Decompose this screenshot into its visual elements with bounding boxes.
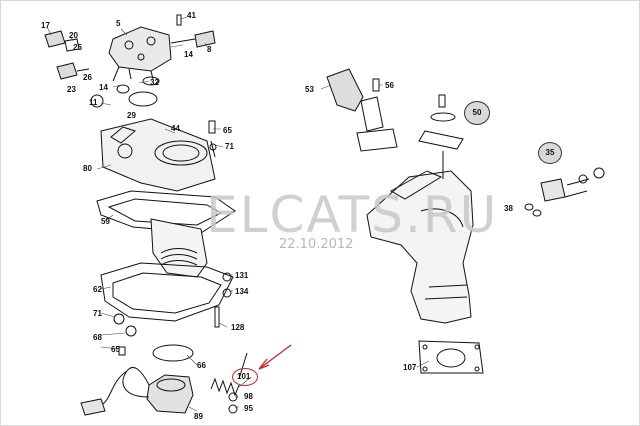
- label-part-66: 66: [197, 361, 206, 370]
- label-part-44: 44: [171, 124, 180, 133]
- watermark-date: 22.10.2012: [279, 237, 354, 252]
- label-part-20: 20: [69, 31, 78, 40]
- callout-part-50: 50: [464, 101, 490, 125]
- label-part-95: 95: [244, 404, 253, 413]
- red-pointer-arrow: [258, 344, 292, 370]
- label-part-17: 17: [41, 21, 50, 30]
- label-part-65-top: 65: [223, 126, 232, 135]
- label-part-59: 59: [101, 217, 110, 226]
- label-part-62: 62: [93, 285, 102, 294]
- part-66-clamp: [152, 344, 194, 362]
- intake-boot: [150, 218, 208, 278]
- label-part-71-bottom: 71: [93, 309, 102, 318]
- part-8-fitting: [194, 30, 216, 48]
- label-part-29: 29: [127, 111, 136, 120]
- label-part-128: 128: [231, 323, 245, 332]
- highlight-circle-101: [232, 368, 258, 386]
- part-89-sensor-housing: [146, 374, 194, 414]
- label-part-14-left: 14: [99, 83, 108, 92]
- label-part-41: 41: [187, 11, 196, 20]
- part-35-sensor: [540, 178, 566, 202]
- label-part-53: 53: [305, 85, 314, 94]
- part-17-fitting: [44, 30, 66, 48]
- label-part-80: 80: [83, 164, 92, 173]
- label-part-26: 26: [83, 73, 92, 82]
- label-part-14-top: 14: [184, 50, 193, 59]
- label-part-11: 11: [89, 98, 98, 107]
- label-part-68: 68: [93, 333, 102, 342]
- label-part-71-top: 71: [225, 142, 234, 151]
- callout-part-35: 35: [538, 142, 562, 164]
- label-part-23: 23: [67, 85, 76, 94]
- part-59-gasket: [96, 190, 236, 234]
- label-part-101: 101: [237, 372, 251, 381]
- label-part-8: 8: [207, 45, 212, 54]
- label-part-5: 5: [116, 19, 121, 28]
- label-part-89: 89: [194, 412, 203, 421]
- label-part-65-bottom: 65: [111, 345, 120, 354]
- label-part-98: 98: [244, 392, 253, 401]
- part-41-screw: [176, 14, 182, 26]
- label-part-131: 131: [235, 271, 249, 280]
- intake-manifold: [366, 170, 474, 324]
- connector-plug: [80, 398, 106, 416]
- label-part-107: 107: [403, 363, 417, 372]
- part-53-bracket: [326, 68, 364, 112]
- part-5-distributor-head: [108, 26, 172, 72]
- part-62-plate: [100, 262, 234, 322]
- part-44-air-flow-meter: [100, 118, 216, 192]
- part-65-screw: [208, 120, 216, 134]
- label-part-25: 25: [73, 43, 82, 52]
- watermark-text: ELCATS.RU: [206, 186, 499, 244]
- part-20-fitting: [64, 38, 80, 52]
- part-107-gasket: [418, 340, 484, 374]
- part-27-fitting: [56, 62, 78, 80]
- label-part-134: 134: [235, 287, 249, 296]
- label-part-32: 32: [150, 78, 159, 87]
- label-part-56: 56: [385, 81, 394, 90]
- label-part-38: 38: [504, 204, 513, 213]
